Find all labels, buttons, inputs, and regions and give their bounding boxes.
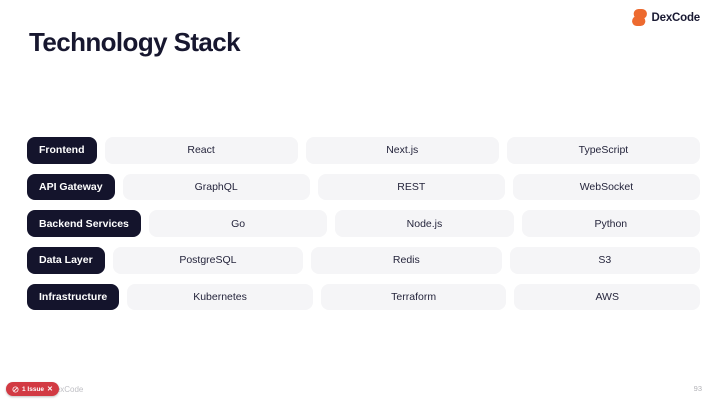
- tech-pill: PostgreSQL: [112, 247, 304, 274]
- footer-watermark: DexCode: [50, 385, 84, 394]
- tech-pill: Python: [521, 210, 700, 237]
- category-pill: Data Layer: [27, 247, 105, 274]
- stack-row-api-gateway: API Gateway GraphQL REST WebSocket: [27, 173, 700, 201]
- logo-text: DexCode: [651, 11, 701, 24]
- stack-row-data-layer: Data Layer PostgreSQL Redis S3: [27, 247, 701, 274]
- stack-row-infrastructure: Infrastructure Kubernetes Terraform AWS: [27, 283, 700, 311]
- category-pill: Backend Services: [27, 210, 141, 237]
- issue-badge-label: 1 Issue: [22, 385, 45, 393]
- stack-row-frontend: Frontend React Next.js TypeScript: [27, 137, 701, 164]
- tech-pill: Go: [148, 210, 328, 237]
- tech-pill: REST: [317, 173, 505, 201]
- dexcode-logo-icon: [631, 9, 647, 26]
- close-icon[interactable]: ✕: [47, 385, 53, 393]
- tech-pill: GraphQL: [122, 173, 310, 201]
- tech-pill: Terraform: [320, 283, 507, 311]
- tech-pill: Node.js: [335, 210, 514, 237]
- tech-pill: Next.js: [305, 137, 499, 164]
- tech-stack-table: Frontend React Next.js TypeScript API Ga…: [27, 137, 701, 320]
- tech-pill: Kubernetes: [127, 283, 313, 311]
- issue-badge[interactable]: 1 Issue ✕: [6, 382, 59, 396]
- page-number: 93: [693, 384, 702, 393]
- dexcode-logo: DexCode: [631, 9, 701, 26]
- stack-row-backend-services: Backend Services Go Node.js Python: [27, 210, 700, 237]
- category-pill: API Gateway: [27, 173, 115, 201]
- tech-pill: Redis: [311, 247, 502, 274]
- tech-pill: TypeScript: [506, 137, 701, 164]
- page-title: Technology Stack: [29, 27, 241, 57]
- tech-pill: AWS: [514, 283, 700, 311]
- category-pill: Infrastructure: [27, 283, 120, 311]
- tech-pill: S3: [509, 247, 701, 274]
- category-pill: Frontend: [27, 137, 97, 164]
- tech-pill: React: [104, 137, 298, 164]
- tech-pill: WebSocket: [512, 173, 700, 201]
- issue-icon: [12, 385, 19, 393]
